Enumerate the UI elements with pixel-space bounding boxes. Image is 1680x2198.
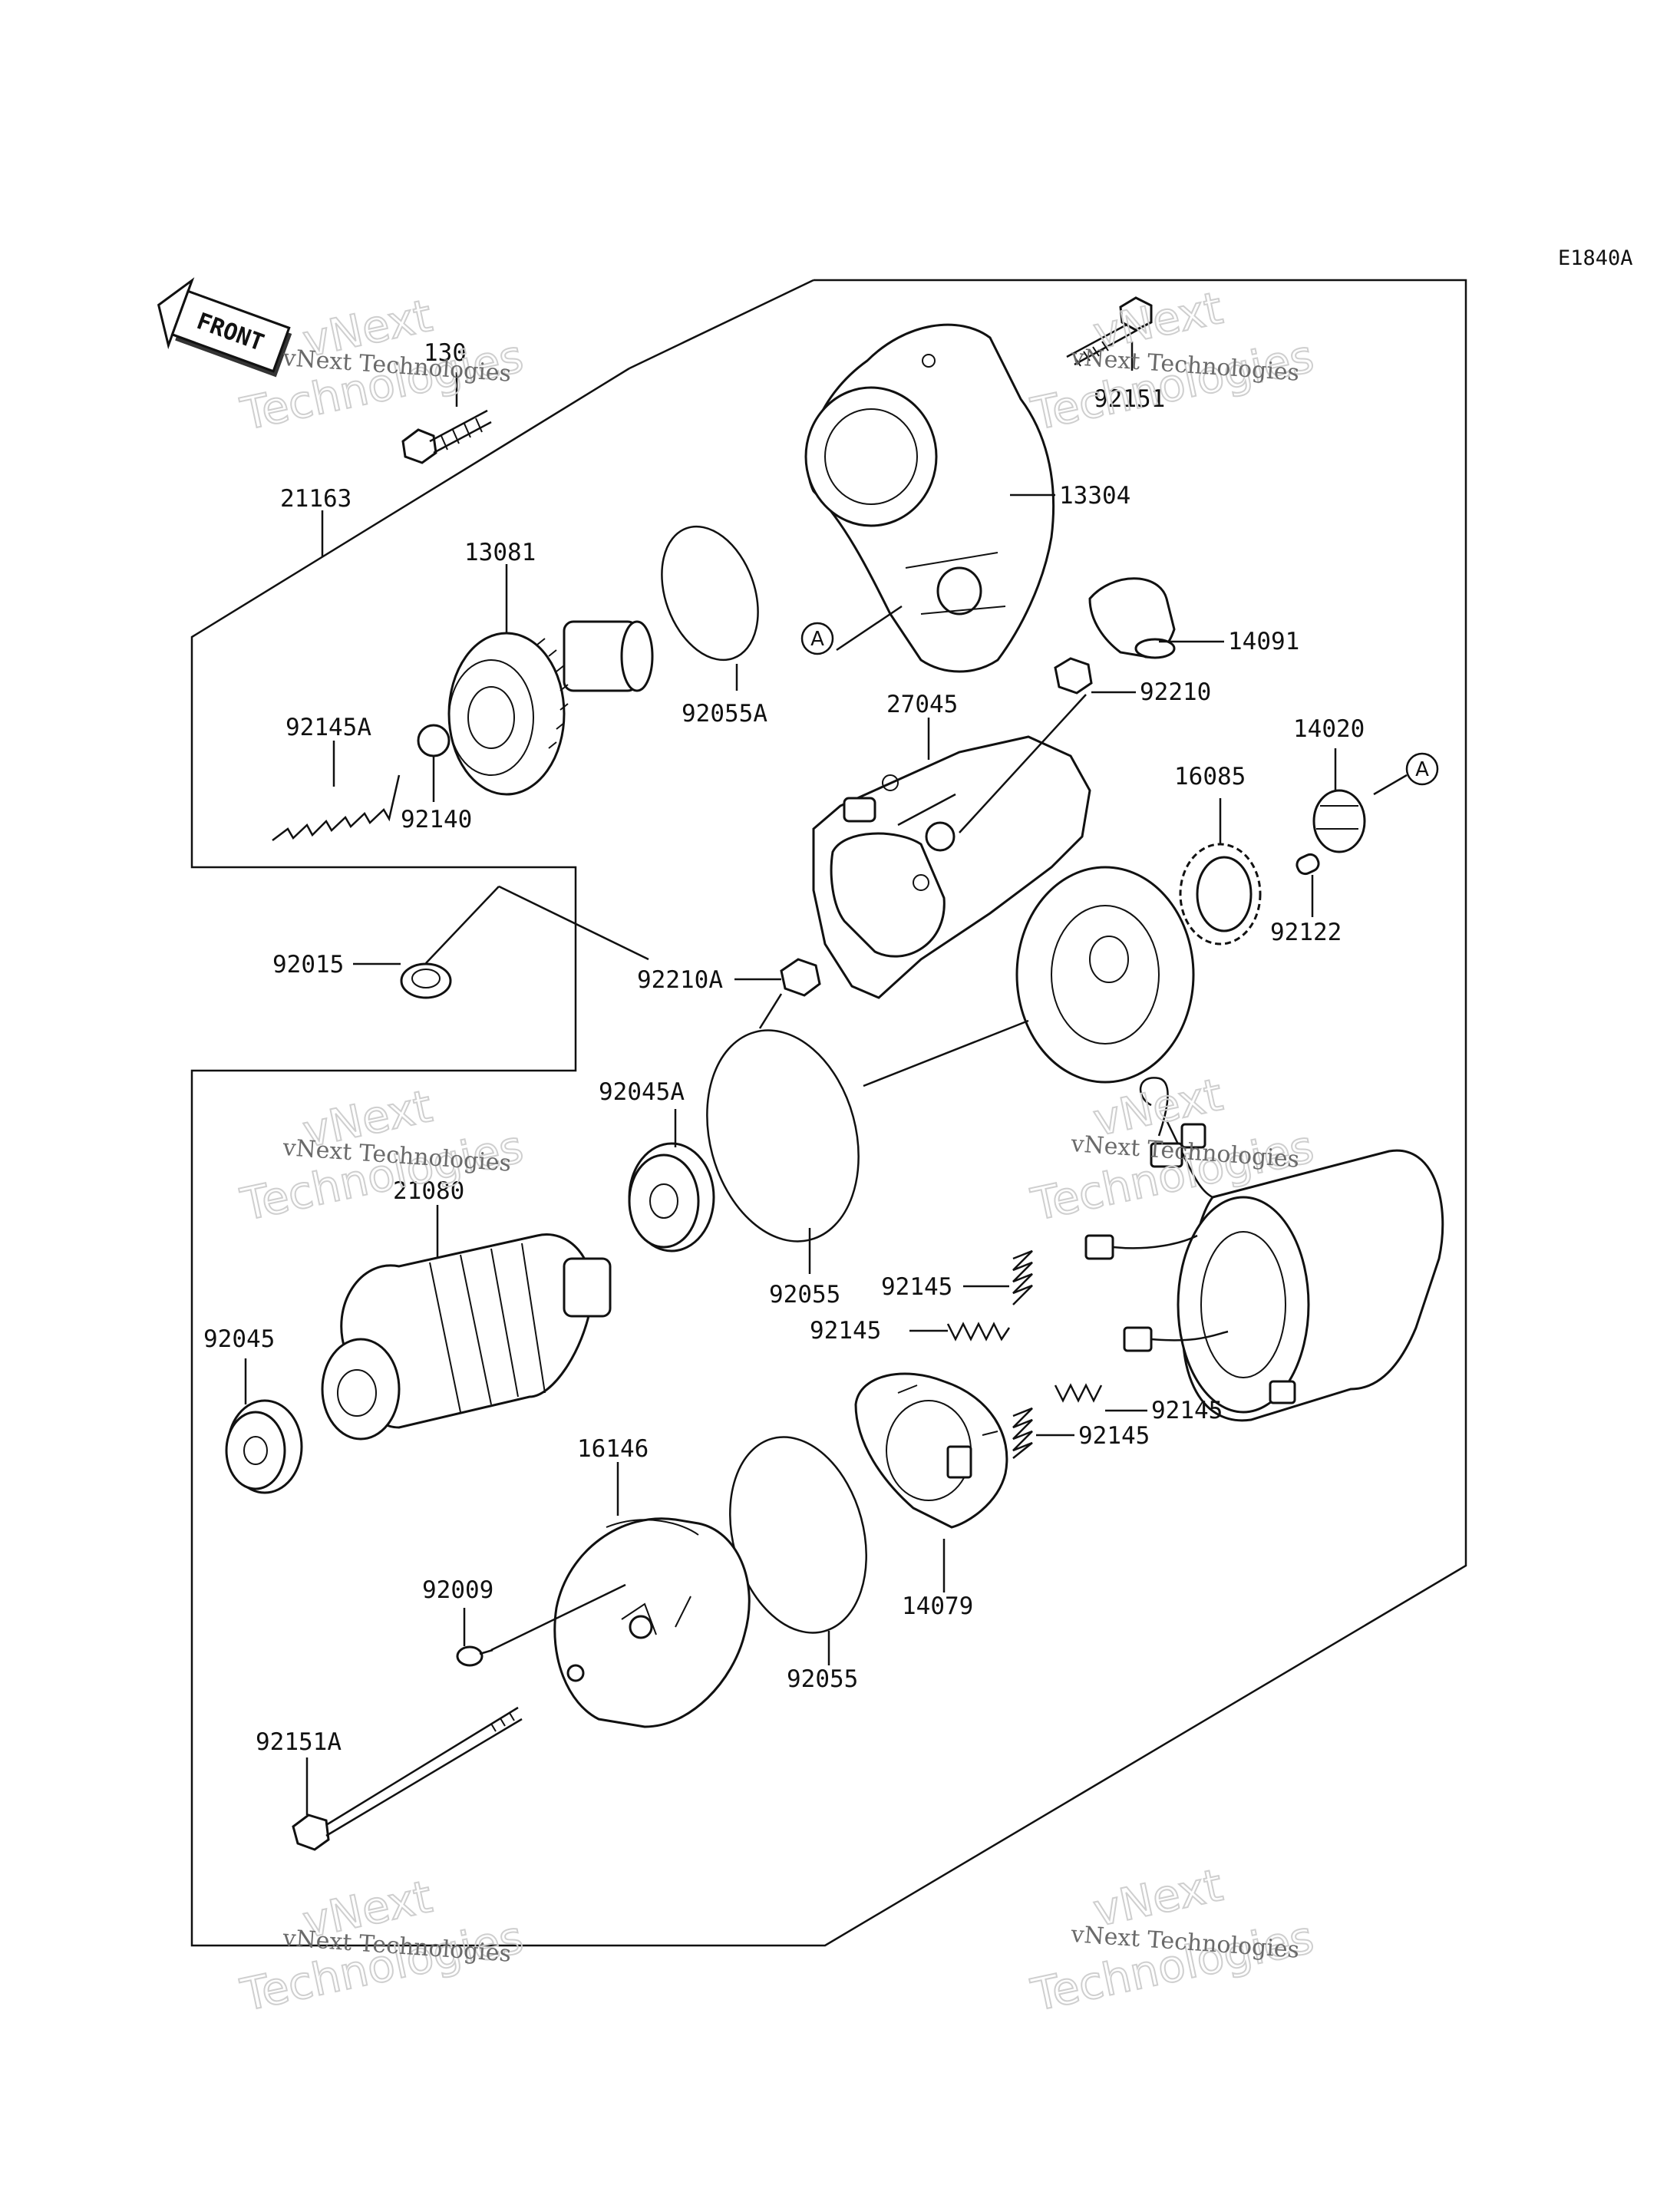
spring-92145A	[272, 774, 401, 841]
label-92210A: 92210A	[637, 966, 723, 994]
label-92145-a: 92145	[881, 1273, 952, 1301]
label-92009: 92009	[422, 1576, 493, 1604]
label-16146: 16146	[577, 1435, 649, 1463]
watermark-mid-left: vNext Technologies vNext Technologies	[236, 1079, 529, 1232]
brush-holder-14079	[854, 1372, 1008, 1529]
label-92145-c: 92145	[1151, 1397, 1223, 1424]
nut-92210	[1054, 657, 1093, 695]
label-92122: 92122	[1270, 919, 1342, 946]
reference-a-left: A	[800, 622, 834, 655]
watermark-top-right: vNext Technologies vNext Technologies	[1026, 281, 1319, 441]
svg-text:A: A	[1415, 758, 1429, 781]
nut-92210A	[780, 958, 821, 997]
bolt-92151	[1066, 296, 1153, 367]
svg-text:A: A	[810, 628, 824, 651]
label-130: 130	[424, 339, 467, 367]
label-21080: 21080	[393, 1177, 464, 1205]
boot-14091	[1088, 577, 1176, 659]
label-92045A: 92045A	[599, 1078, 685, 1106]
rear-cover-16146	[553, 1517, 751, 1728]
label-92145-d: 92145	[1078, 1422, 1150, 1450]
label-13304: 13304	[1059, 482, 1130, 510]
assembly-frame	[190, 279, 1467, 1947]
label-92145-b: 92145	[810, 1317, 881, 1345]
spring-92145-c	[1054, 1383, 1103, 1403]
label-92015: 92015	[272, 951, 344, 979]
pin-92122	[1295, 853, 1320, 876]
o-ring-92055-upper	[706, 1029, 860, 1243]
leader-lines	[244, 342, 1408, 1815]
part-labels: 130 92151 13304 21163 13081 92055A 14091…	[203, 339, 1365, 1756]
screw-92009	[456, 1645, 493, 1667]
bearing-92045	[225, 1399, 303, 1494]
clutch-13081	[447, 620, 654, 796]
label-14020: 14020	[1293, 715, 1365, 743]
armature-21080	[321, 1233, 612, 1441]
ball-92140	[417, 724, 451, 757]
cap-14020	[1312, 789, 1366, 853]
label-92055A: 92055A	[682, 700, 767, 728]
assembly-frame-top-left	[629, 279, 814, 370]
label-92151: 92151	[1094, 385, 1165, 413]
yoke-assembly	[1084, 1077, 1444, 1422]
svg-text:Technologies: Technologies	[1027, 330, 1319, 441]
solenoid-27045	[812, 735, 1195, 1084]
front-arrow-icon: FRONT	[157, 277, 292, 378]
o-ring-92055A	[661, 525, 759, 662]
label-13081: 13081	[464, 539, 536, 566]
gear-16085	[1179, 843, 1262, 946]
seal-92015	[400, 962, 452, 999]
spring-92145-d	[1012, 1407, 1033, 1459]
diagram-code: E1840A	[1558, 246, 1633, 270]
reference-a-right: A	[1405, 752, 1439, 786]
watermark-bottom-right: vNext Technologies vNext Technologies	[1026, 1858, 1319, 2022]
label-14079: 14079	[902, 1592, 973, 1620]
label-92151A: 92151A	[256, 1728, 342, 1756]
label-16085: 16085	[1174, 763, 1246, 790]
label-92045: 92045	[203, 1325, 275, 1353]
label-92210: 92210	[1140, 678, 1211, 706]
spring-92145-b	[946, 1322, 1011, 1342]
label-92140: 92140	[401, 806, 472, 833]
label-92145A: 92145A	[286, 714, 371, 741]
label-92055-lower: 92055	[787, 1665, 858, 1693]
bolt-92151A	[292, 1706, 523, 1851]
spring-92145-a	[1012, 1249, 1033, 1305]
housing-13304	[804, 323, 1055, 673]
label-14091: 14091	[1228, 628, 1299, 655]
label-27045: 27045	[886, 691, 958, 718]
bolt-130	[401, 409, 492, 464]
label-92055-upper: 92055	[769, 1281, 840, 1309]
bearing-92045A	[628, 1142, 715, 1252]
label-21163: 21163	[280, 485, 352, 513]
